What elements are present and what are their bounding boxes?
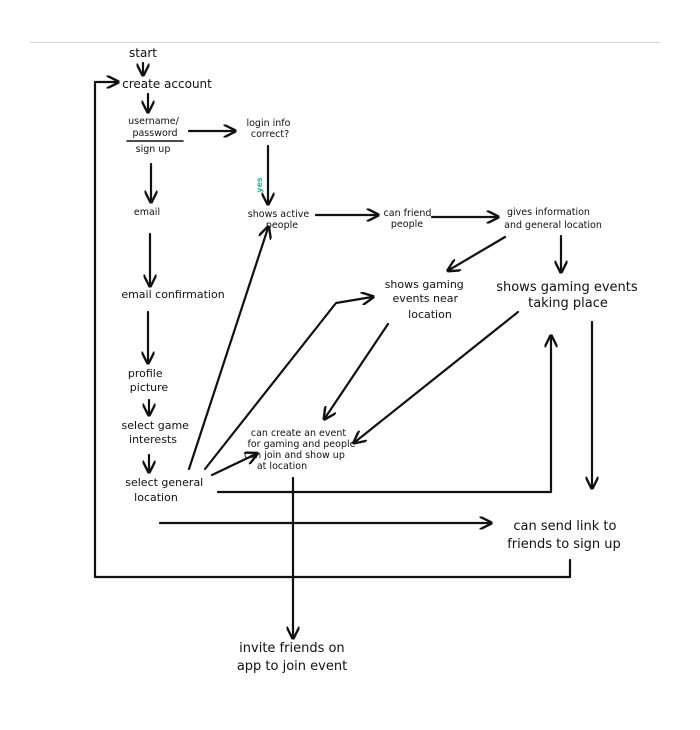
node-select-general-location: select general location	[125, 476, 207, 504]
edge-location-to-active-people	[187, 228, 268, 471]
edge-label-yes: yes	[255, 177, 264, 193]
node-friend-line-2: people	[391, 219, 423, 230]
node-active-line-1: shows active	[248, 209, 310, 220]
node-invite-friends: invite friends on app to join event	[237, 641, 349, 674]
node-profile-picture: profile picture	[128, 367, 169, 394]
node-can-send-link: can send link to friends to sign up	[507, 519, 621, 552]
edge-location-to-events-taking-place	[216, 337, 551, 494]
node-username-line: username/	[128, 116, 179, 127]
edge-location-to-events-near	[203, 297, 372, 471]
edge-location-to-create-event	[210, 454, 256, 477]
node-send-link-line-1: can send link to	[513, 519, 616, 534]
node-taking-place-line-2: taking place	[528, 296, 608, 311]
node-shows-gaming-events-taking-place: shows gaming events taking place	[496, 280, 642, 311]
node-send-link-line-2: friends to sign up	[507, 537, 621, 552]
node-info-line-2: and general location	[504, 220, 602, 231]
node-select-game-interests: select game interests	[122, 419, 193, 446]
node-email-confirmation: email confirmation	[121, 288, 224, 301]
node-can-create-event: can create an event for gaming and peopl…	[244, 428, 358, 472]
node-taking-place-line-1: shows gaming events	[496, 280, 638, 295]
node-sign-up: sign up	[136, 144, 171, 155]
node-create-event-line-2: for gaming and people	[247, 439, 355, 450]
node-interests-line-1: select game	[122, 419, 190, 432]
nodes: start create account username/ password …	[121, 46, 642, 674]
edge-events-near-to-create-event	[325, 322, 390, 418]
node-login-correct: login info correct?	[246, 118, 293, 140]
edge-info-to-events-near	[449, 235, 507, 270]
node-info-line-1: gives information	[507, 207, 590, 218]
node-near-line-3: location	[408, 308, 452, 321]
node-shows-gaming-events-near: shows gaming events near location	[385, 278, 468, 321]
node-can-friend-people: can friend people	[384, 208, 435, 230]
node-create-event-line-3: can join and show up	[244, 450, 345, 461]
node-location-line-1: select general	[125, 476, 203, 489]
node-location-line-2: location	[134, 491, 178, 504]
node-profile-line-2: picture	[130, 381, 169, 394]
node-username-password: username/ password	[128, 116, 182, 139]
node-shows-active-people: shows active people	[248, 209, 312, 231]
node-invite-line-2: app to join event	[237, 659, 347, 674]
top-divider	[30, 42, 660, 43]
node-near-line-2: events near	[392, 292, 458, 305]
node-start: start	[129, 46, 157, 60]
node-near-line-1: shows gaming	[385, 278, 464, 291]
node-login-line-1: login info	[246, 118, 290, 129]
node-login-line-2: correct?	[251, 129, 289, 140]
node-invite-line-1: invite friends on	[239, 641, 345, 656]
edge-send-link-loop-to-create-account	[93, 82, 572, 579]
node-create-event-line-1: can create an event	[251, 428, 346, 439]
node-password-line: password	[132, 128, 177, 139]
edges	[93, 61, 592, 637]
edge-events-taking-place-to-create-event	[355, 310, 520, 442]
node-create-event-line-4: at location	[257, 461, 307, 472]
node-gives-information: gives information and general location	[504, 207, 602, 231]
node-friend-line-1: can friend	[384, 208, 432, 219]
node-email: email	[134, 207, 160, 218]
node-create-account: create account	[122, 77, 212, 91]
node-active-line-2: people	[266, 220, 298, 231]
node-profile-line-1: profile	[128, 367, 163, 380]
node-interests-line-2: interests	[129, 433, 177, 446]
